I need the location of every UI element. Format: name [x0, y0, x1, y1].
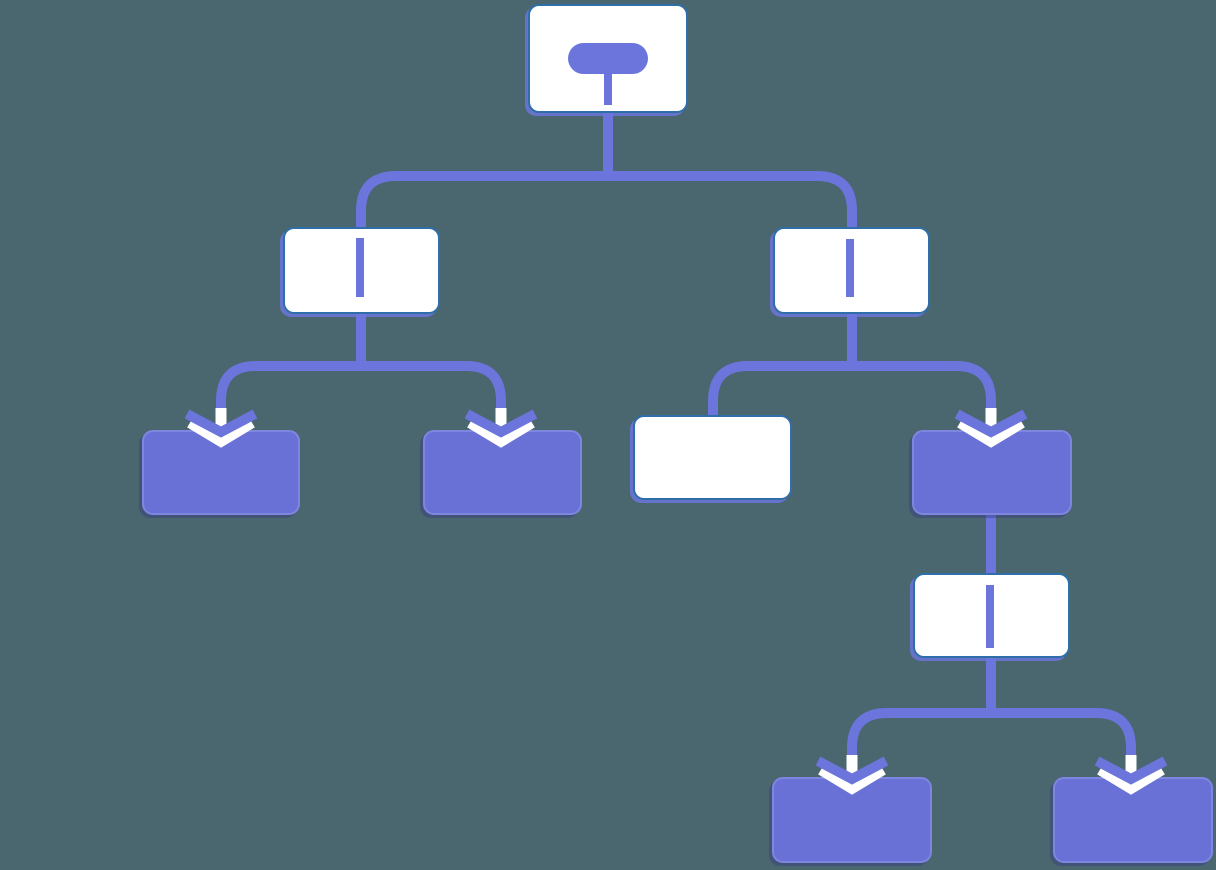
edge-top-split: [356, 171, 857, 227]
node-root[interactable]: [528, 4, 688, 113]
node-branch-bottom[interactable]: [913, 573, 1070, 658]
node-leaf-bottom-right[interactable]: [1053, 777, 1213, 863]
edge-right-split: [708, 361, 996, 415]
edge-left-split: [216, 361, 506, 408]
caret-bar-icon: [356, 238, 364, 297]
node-branch-right[interactable]: [773, 227, 930, 314]
node-branch-left[interactable]: [283, 227, 440, 314]
node-leaf-bottom-left[interactable]: [772, 777, 932, 863]
caret-bar-icon: [846, 239, 854, 297]
node-plain-white[interactable]: [633, 415, 792, 500]
node-leaf-mid-left[interactable]: [423, 430, 582, 515]
caret-bar-icon: [986, 585, 994, 648]
edge-bottom-split: [847, 708, 1136, 755]
node-leaf-far-left[interactable]: [142, 430, 300, 515]
root-stem-icon: [604, 74, 612, 105]
root-pill-icon: [568, 43, 648, 74]
node-leaf-mid-right[interactable]: [912, 430, 1072, 515]
